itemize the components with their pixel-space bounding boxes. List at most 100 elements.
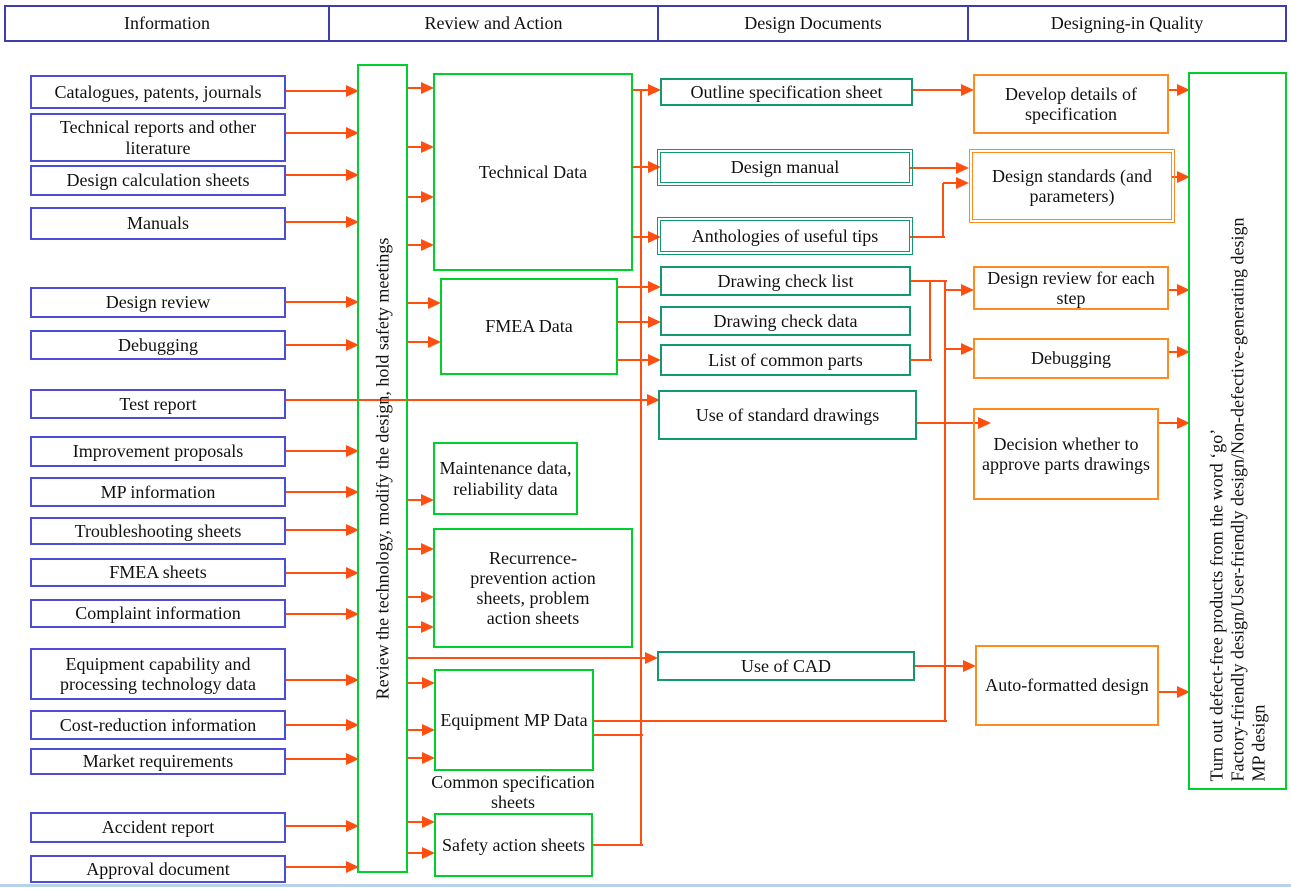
info-label: FMEA sheets [109, 562, 207, 583]
design-manual-box: Design manual [657, 149, 913, 186]
arrowhead-icon [428, 297, 441, 309]
arrowhead-icon [648, 354, 661, 366]
box-label: Equipment MP Data [440, 709, 588, 730]
arrowhead-icon [648, 84, 661, 96]
info-box-design-calc: Design calculation sheets [30, 165, 286, 196]
connector-line [286, 174, 346, 176]
review-process-bar: Review the technology, modify the design… [357, 64, 408, 873]
connector-line [286, 529, 346, 531]
connector-vline [929, 281, 931, 361]
connector-line [286, 399, 647, 401]
arrowhead-icon [648, 161, 661, 173]
arrowhead-icon [346, 339, 359, 351]
arrowhead-icon [346, 820, 359, 832]
connector-line [286, 344, 346, 346]
arrowhead-icon [346, 127, 359, 139]
connector-line [408, 548, 421, 550]
info-label: Test report [119, 393, 197, 414]
connector-line [915, 665, 963, 667]
box-label: Use of CAD [741, 655, 831, 676]
connector-line [286, 866, 346, 868]
arrowhead-icon [963, 660, 976, 672]
arrowhead-icon [421, 494, 434, 506]
box-label: Recurrence-prevention action sheets, pro… [470, 547, 596, 629]
info-box-fmea-sheets: FMEA sheets [30, 558, 286, 587]
connector-line [945, 289, 961, 291]
header-design-documents: Design Documents [657, 5, 969, 42]
arrowhead-icon [961, 284, 974, 296]
connector-line [408, 302, 428, 304]
arrowhead-icon [422, 752, 435, 764]
arrowhead-icon [422, 724, 435, 736]
info-box-market-reqs: Market requirements [30, 748, 286, 775]
arrowhead-icon [961, 343, 974, 355]
connector-line [408, 499, 421, 501]
info-box-mp-information: MP information [30, 477, 286, 507]
info-label: Improvement proposals [72, 441, 244, 462]
connector-line [943, 182, 956, 184]
connector-line [286, 132, 346, 134]
auto-formatted-box: Auto-formatted design [975, 645, 1159, 726]
arrowhead-icon [422, 816, 435, 828]
box-label: FMEA Data [485, 316, 573, 337]
connector-line [286, 613, 346, 615]
header-review-and-action: Review and Action [328, 5, 659, 42]
arrowhead-icon [346, 169, 359, 181]
info-label: Design review [105, 292, 211, 313]
connector-line [618, 321, 648, 323]
connector-line [408, 596, 421, 598]
arrowhead-icon [346, 216, 359, 228]
anthologies-box: Anthologies of useful tips [657, 217, 913, 255]
connector-line [286, 450, 346, 452]
arrowhead-icon [961, 84, 974, 96]
header-label: Design Documents [744, 13, 882, 34]
arrowhead-icon [648, 231, 661, 243]
info-box-tech-reports: Technical reports and other literature [30, 113, 286, 162]
connector-vline [944, 281, 946, 722]
connector-line [408, 87, 421, 89]
info-box-design-review: Design review [30, 287, 286, 318]
info-box-catalogues: Catalogues, patents, journals [30, 75, 286, 109]
arrowhead-icon [647, 394, 660, 406]
box-label: Safety action sheets [442, 834, 585, 855]
arrowhead-icon [645, 652, 658, 664]
arrowhead-icon [1177, 686, 1190, 698]
info-label: Approval document [86, 858, 230, 879]
connector-line [408, 196, 421, 198]
outcome-line-2: Factory-friendly design/User-friendly de… [1227, 217, 1247, 782]
quality-debugging-box: Debugging [973, 338, 1169, 379]
header-designing-in-quality: Designing-in Quality [967, 5, 1287, 42]
box-label: Technical Data [478, 161, 588, 182]
arrowhead-icon [346, 753, 359, 765]
connector-line [286, 301, 346, 303]
connector-line [618, 359, 648, 361]
maintenance-data-box: Maintenance data, reliability data [433, 442, 578, 515]
header-label: Information [124, 13, 210, 34]
connector-line [913, 89, 961, 91]
info-label: Cost-reduction information [59, 714, 257, 735]
arrowhead-icon [346, 85, 359, 97]
arrowhead-icon [422, 677, 435, 689]
box-label: Use of standard drawings [695, 404, 880, 425]
connector-line [1169, 351, 1177, 353]
arrowhead-icon [421, 191, 434, 203]
drawing-check-data-box: Drawing check data [660, 306, 911, 336]
arrowhead-icon [346, 674, 359, 686]
info-box-manuals: Manuals [30, 207, 286, 240]
equipment-mp-data-box: Equipment MP Data [434, 669, 594, 771]
connector-line [408, 821, 422, 823]
arrowhead-icon [978, 417, 991, 429]
design-review-step-box: Design review for each step [973, 266, 1169, 310]
info-box-approval-doc: Approval document [30, 855, 286, 883]
arrowhead-icon [346, 296, 359, 308]
arrowhead-icon [421, 239, 434, 251]
connector-line [1159, 422, 1177, 424]
connector-line [1169, 89, 1177, 91]
connector-line [1159, 691, 1177, 693]
arrowhead-icon [648, 316, 661, 328]
arrowhead-icon [1177, 417, 1190, 429]
arrowhead-icon [428, 336, 441, 348]
arrowhead-icon [346, 486, 359, 498]
info-label: Market requirements [82, 751, 234, 772]
connector-line [945, 348, 961, 350]
